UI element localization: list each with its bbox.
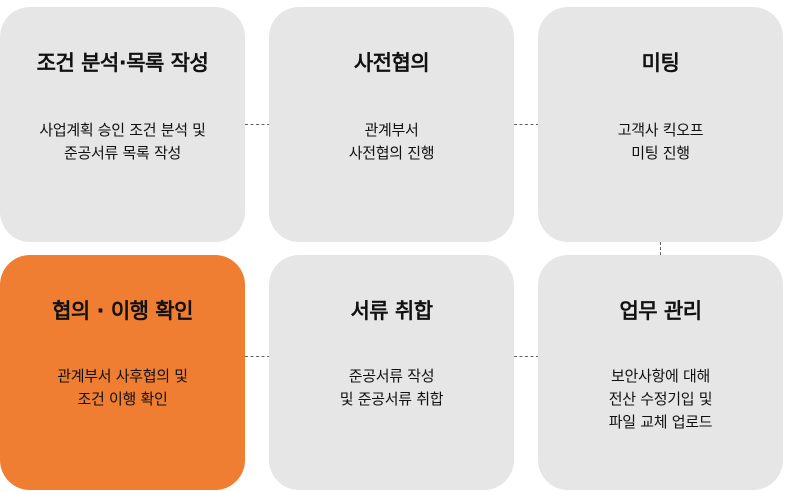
step-title: 협의 · 이행 확인 <box>52 299 193 323</box>
step-description: 관계부서 사전협의 진행 <box>348 121 435 162</box>
step-card-analysis: 조건 분석·목록 작성 사업계획 승인 조건 분석 및 준공서류 목록 작성 <box>0 7 245 242</box>
step-card-task-management: 업무 관리 보안사항에 대해 전산 수정기입 및 파일 교체 업로드 <box>538 255 783 490</box>
step-card-meeting: 미팅 고객사 킥오프 미팅 진행 <box>538 7 783 242</box>
step-title: 미팅 <box>641 51 680 75</box>
connector-2-3 <box>514 124 539 125</box>
step-title: 사전협의 <box>353 51 430 75</box>
step-description: 사업계획 승인 조건 분석 및 준공서류 목록 작성 <box>39 121 206 162</box>
connector-3-4 <box>660 237 661 255</box>
step-description: 보안사항에 대해 전산 수정기입 및 파일 교체 업로드 <box>608 367 713 431</box>
connector-4-5 <box>514 356 539 357</box>
step-title: 조건 분석·목록 작성 <box>36 51 209 75</box>
step-card-consultation-check: 협의 · 이행 확인 관계부서 사후협의 및 조건 이행 확인 <box>0 255 245 490</box>
step-title: 업무 관리 <box>619 299 702 323</box>
step-card-pre-consultation: 사전협의 관계부서 사전협의 진행 <box>269 7 514 242</box>
step-description: 고객사 킥오프 미팅 진행 <box>617 121 704 162</box>
step-description: 준공서류 작성 및 준공서류 취합 <box>339 367 444 408</box>
step-card-document-collection: 서류 취합 준공서류 작성 및 준공서류 취합 <box>269 255 514 490</box>
step-title: 서류 취합 <box>350 299 433 323</box>
step-description: 관계부서 사후협의 및 조건 이행 확인 <box>57 367 188 408</box>
connector-1-2 <box>245 124 270 125</box>
connector-5-6 <box>245 356 270 357</box>
